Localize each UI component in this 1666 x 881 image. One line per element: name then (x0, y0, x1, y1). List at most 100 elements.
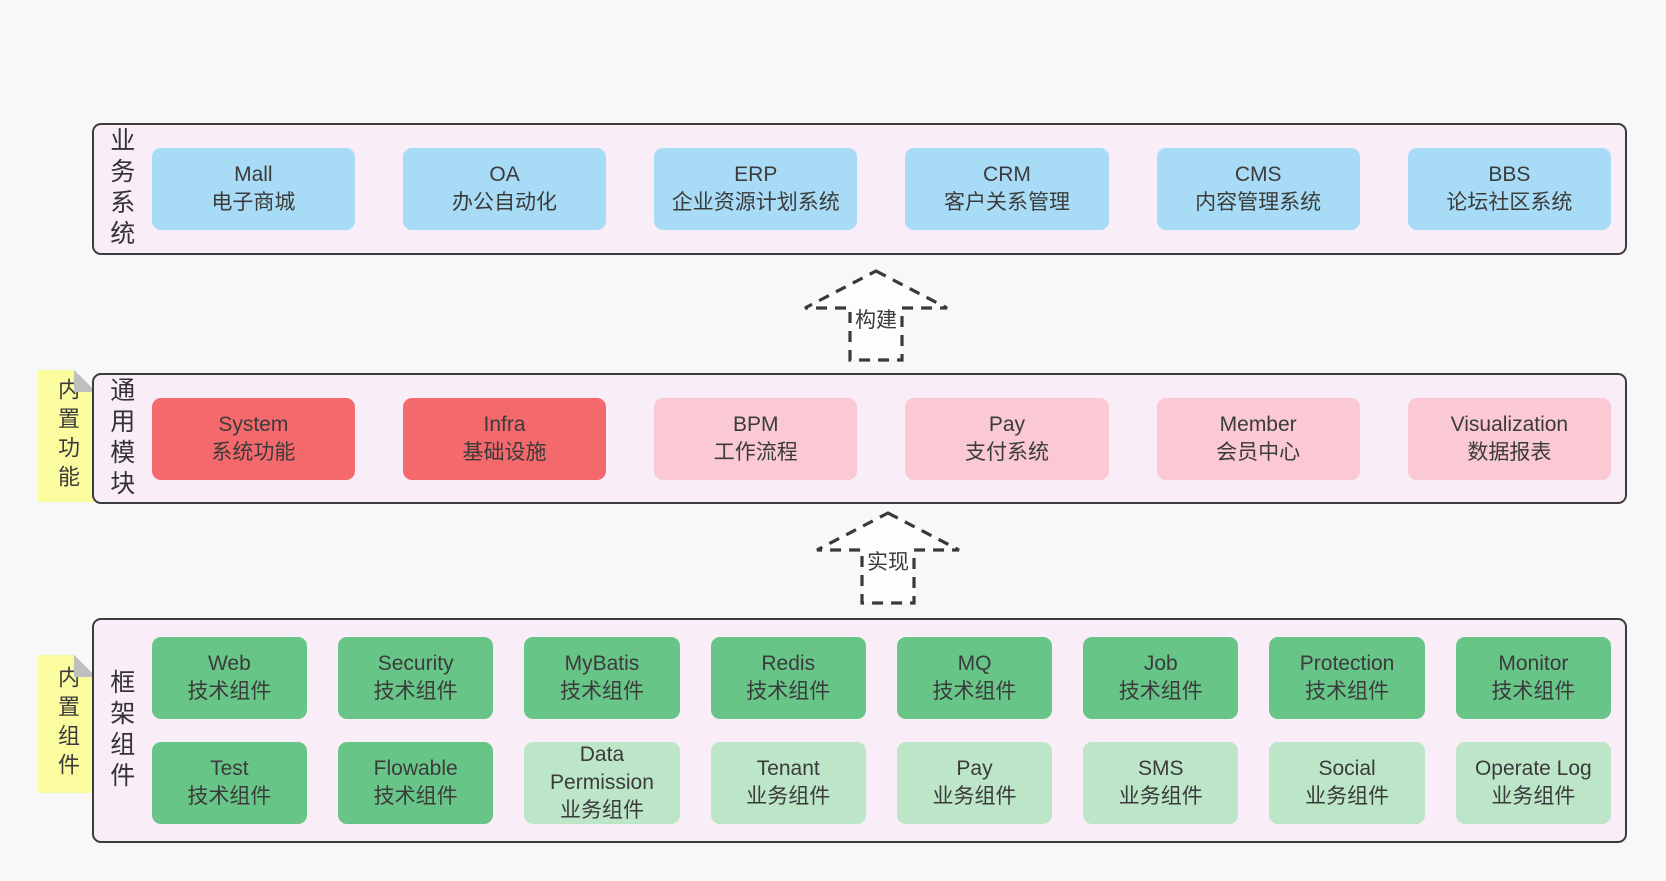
box-title: ERP (734, 163, 778, 186)
box-subtitle: 业务组件 (1491, 785, 1576, 808)
box-subtitle: 支付系统 (964, 440, 1049, 464)
note-label: 内置功能 (55, 378, 80, 494)
box-oa: OA 办公自动化 (402, 148, 607, 230)
box-row: System 系统功能 Infra 基础设施 BPM 工作流程 Pay 支付系统… (151, 397, 1611, 480)
up-block-arrow-icon: 构建 (804, 269, 948, 362)
build-arrow: 构建 (800, 268, 952, 363)
box-job: Job 技术组件 (1083, 637, 1239, 719)
box-title: Operate Log (1474, 757, 1592, 780)
box-title: MQ (957, 652, 992, 675)
box-subtitle: 系统功能 (211, 440, 296, 464)
box-redis: Redis 技术组件 (710, 637, 866, 719)
box-title: Web (207, 652, 251, 675)
box-test: Test 技术组件 (151, 742, 308, 824)
box-data-permission: Data Permission 业务组件 (524, 742, 680, 824)
box-subtitle: 技术组件 (187, 785, 272, 808)
box-subtitle: 业务组件 (746, 785, 831, 808)
box-subtitle: 数据报表 (1467, 440, 1552, 464)
box-title: Job (1143, 652, 1178, 675)
layer-components-label: 框架组件 (106, 668, 135, 793)
box-subtitle: 技术组件 (932, 680, 1017, 703)
implement-arrow-label: 实现 (867, 551, 909, 574)
box-subtitle: 业务组件 (1305, 785, 1390, 808)
box-title: Flowable (373, 757, 458, 780)
box-title: Redis (761, 652, 816, 675)
layer-business-rows: Mall 电子商城 OA 办公自动化 ERP 企业资源计划系统 CRM 客户关系… (151, 148, 1611, 230)
box-title: Mall (234, 163, 273, 186)
up-block-arrow-icon: 实现 (816, 511, 960, 605)
box-title: Protection (1299, 652, 1395, 675)
box-subtitle: 业务组件 (559, 799, 644, 822)
box-tenant: Tenant 业务组件 (710, 742, 866, 824)
box-subtitle: 业务组件 (1118, 785, 1203, 808)
box-title: Social (1318, 757, 1376, 780)
note-built-in-functions: 内置功能 (38, 370, 96, 502)
layer-modules-label: 通用模块 (106, 376, 135, 501)
box-title: Infra (483, 412, 526, 436)
box-subtitle: 业务组件 (932, 785, 1017, 808)
box-title: MyBatis (564, 652, 640, 675)
box-title: Monitor (1498, 652, 1569, 675)
note-label: 内置组件 (55, 666, 80, 782)
box-subtitle: 技术组件 (1118, 680, 1203, 703)
layer-business-label: 业务系统 (106, 127, 135, 251)
box-pay: Pay 支付系统 (905, 397, 1109, 480)
box-system: System 系统功能 (151, 397, 355, 480)
box-title: SMS (1138, 757, 1184, 780)
box-subtitle: 技术组件 (559, 680, 644, 703)
box-subtitle: 客户关系管理 (943, 191, 1070, 214)
box-row: Web 技术组件 Security 技术组件 MyBatis 技术组件 Redi… (151, 637, 1611, 719)
layer-business-systems: 业务系统 Mall 电子商城 OA 办公自动化 ERP 企业资源计划系统 CRM… (92, 123, 1627, 255)
box-title: Visualization (1450, 412, 1569, 436)
box-subtitle: 会员中心 (1216, 440, 1301, 464)
build-arrow-label: 构建 (855, 309, 897, 332)
box-sms: SMS 业务组件 (1083, 742, 1239, 824)
box-subtitle: 技术组件 (373, 680, 458, 703)
note-fold-corner (74, 370, 96, 392)
box-subtitle: 技术组件 (187, 680, 272, 703)
box-subtitle: 技术组件 (746, 680, 831, 703)
box-mq: MQ 技术组件 (896, 637, 1053, 719)
box-monitor: Monitor 技术组件 (1455, 637, 1611, 719)
box-title: Member (1219, 412, 1297, 436)
box-title: BPM (733, 412, 779, 436)
box-mall: Mall 电子商城 (151, 148, 355, 230)
box-title: Security (377, 652, 454, 675)
box-flowable: Flowable 技术组件 (338, 742, 494, 824)
box-visualization: Visualization 数据报表 (1407, 397, 1611, 480)
note-fold-corner (74, 655, 96, 677)
box-row: Test 技术组件 Flowable 技术组件 Data Permission … (151, 742, 1611, 824)
box-web: Web 技术组件 (151, 637, 308, 719)
box-title: Tenant (756, 757, 820, 780)
box-subtitle: 企业资源计划系统 (671, 191, 840, 214)
box-pay-biz: Pay 业务组件 (896, 742, 1053, 824)
box-mybatis: MyBatis 技术组件 (524, 637, 680, 719)
layer-framework-components: 框架组件 Web 技术组件 Security 技术组件 MyBatis 技术组件… (92, 618, 1627, 843)
box-protection: Protection 技术组件 (1269, 637, 1425, 719)
note-built-in-components: 内置组件 (38, 655, 96, 793)
box-subtitle: 内容管理系统 (1195, 191, 1322, 214)
box-bpm: BPM 工作流程 (654, 397, 858, 480)
box-subtitle: 技术组件 (1305, 680, 1390, 703)
box-title: Data Permission (550, 743, 654, 794)
box-operate-log: Operate Log 业务组件 (1455, 742, 1611, 824)
box-title: System (218, 412, 289, 436)
box-title: Test (210, 757, 249, 780)
implement-arrow: 实现 (812, 510, 964, 606)
box-subtitle: 工作流程 (713, 440, 798, 464)
layer-common-modules: 通用模块 System 系统功能 Infra 基础设施 BPM 工作流程 Pay… (92, 373, 1627, 504)
box-social: Social 业务组件 (1269, 742, 1425, 824)
layer-components-rows: Web 技术组件 Security 技术组件 MyBatis 技术组件 Redi… (151, 637, 1611, 824)
box-infra: Infra 基础设施 (402, 397, 607, 480)
layer-modules-rows: System 系统功能 Infra 基础设施 BPM 工作流程 Pay 支付系统… (151, 397, 1611, 480)
box-title: CMS (1234, 163, 1282, 186)
box-subtitle: 技术组件 (1491, 680, 1576, 703)
box-member: Member 会员中心 (1156, 397, 1360, 480)
box-title: BBS (1488, 163, 1531, 186)
box-title: OA (489, 163, 520, 186)
box-subtitle: 电子商城 (211, 191, 296, 214)
box-title: Pay (956, 757, 993, 780)
box-security: Security 技术组件 (338, 637, 494, 719)
box-crm: CRM 客户关系管理 (905, 148, 1109, 230)
box-title: Pay (988, 412, 1026, 436)
